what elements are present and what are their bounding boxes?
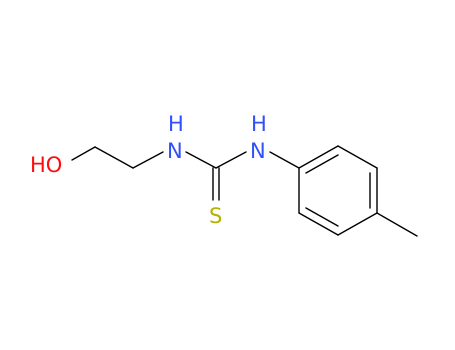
sulfur-label: S [209, 204, 222, 228]
bond-c2-n1 [132, 151, 164, 169]
ring-bond-4 [337, 212, 378, 236]
bond-ring-methyl [376, 212, 418, 237]
ring-bond-5 [298, 212, 339, 236]
bonds [71, 145, 418, 237]
nitrogen-left-h-label: H [168, 112, 184, 136]
nitrogen-left-label: N [167, 139, 183, 163]
ring-bond-2 [337, 145, 378, 169]
ring-inner-1 [305, 154, 339, 174]
ring-inner-3 [305, 207, 339, 227]
ring-bond-1 [298, 145, 339, 169]
bond-c1-c2 [94, 146, 134, 169]
hydroxyl-label: HO [30, 153, 62, 177]
nitrogen-right-label: N [250, 139, 266, 163]
bond-n2-ring [269, 151, 300, 169]
bond-c3-n2 [215, 151, 247, 169]
bond-n1-c3 [185, 151, 217, 169]
bond-o-c1 [71, 146, 96, 161]
nitrogen-right-h-label: H [251, 112, 267, 136]
